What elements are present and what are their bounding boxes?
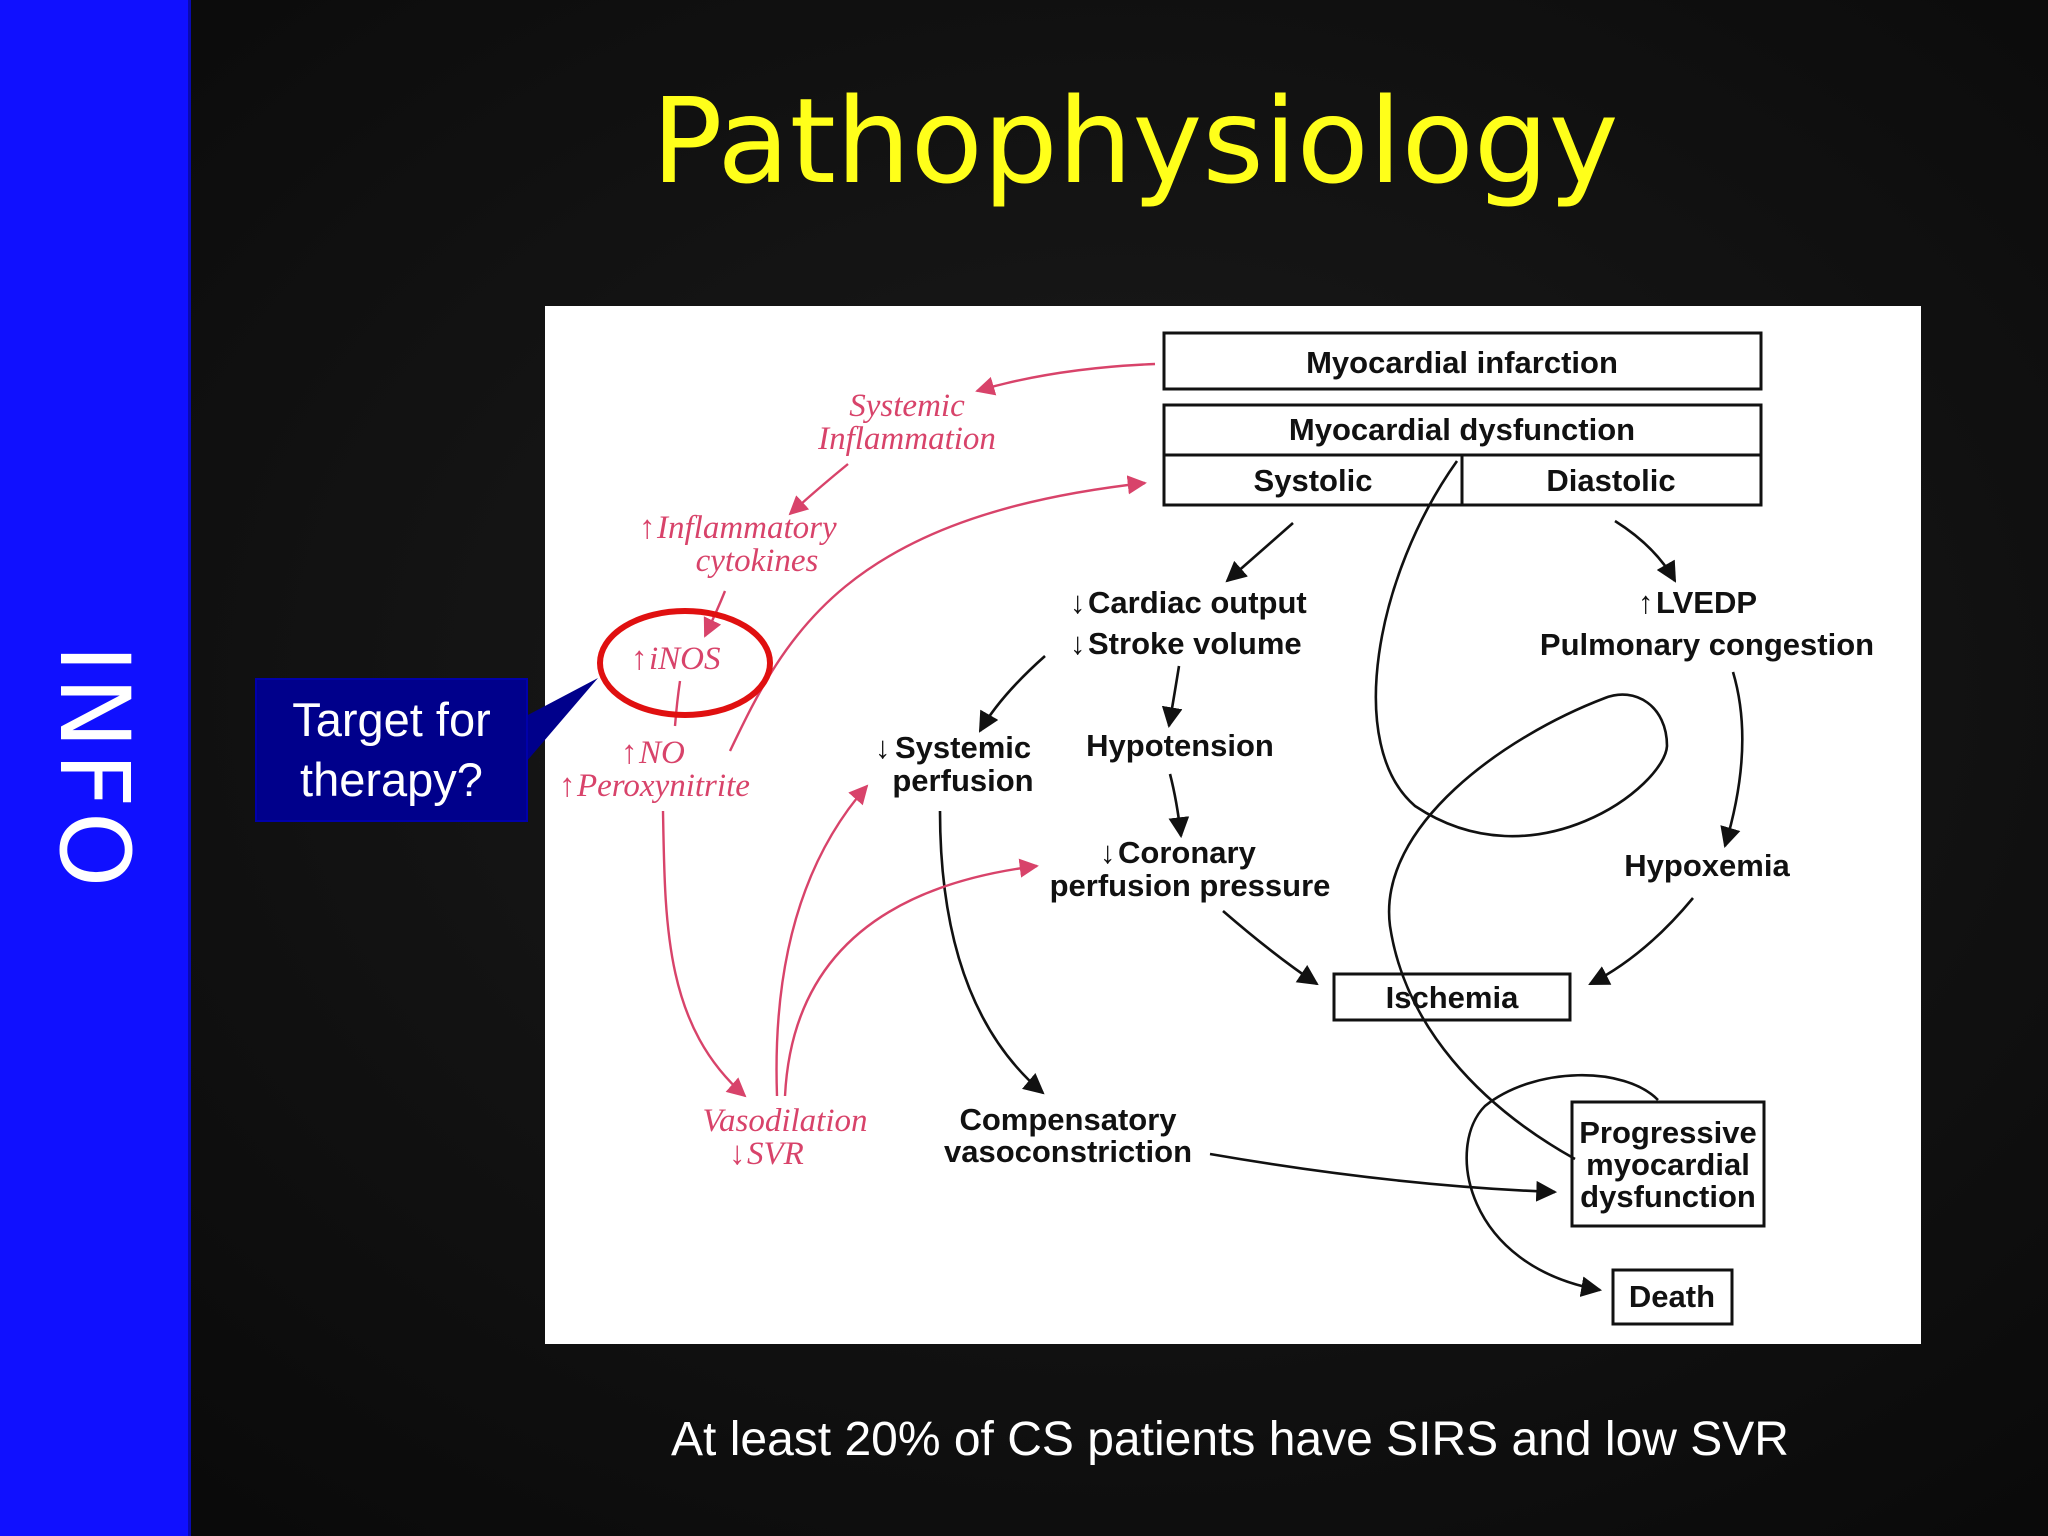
label-diastolic: Diastolic bbox=[1546, 463, 1675, 498]
callout-line-2: therapy? bbox=[300, 753, 483, 806]
box-progressive-dysfunction bbox=[1570, 1100, 1766, 1228]
arrow-up-icon: ↑ bbox=[631, 641, 648, 677]
loop-systolic-to-progressive bbox=[1374, 460, 1669, 1161]
arrow-systemic-perfusion-to-compensatory bbox=[938, 810, 1045, 1095]
line-inos-to-no bbox=[673, 680, 682, 727]
box-myocardial-dysfunction bbox=[1162, 403, 1763, 457]
box-death bbox=[1611, 1268, 1734, 1326]
arrow-down-icon: ↓ bbox=[1070, 585, 1086, 620]
label-progressive-1: Progressive bbox=[1579, 1115, 1757, 1150]
label-vasodilation: Vasodilation bbox=[702, 1103, 867, 1139]
box-myocardial-infarction bbox=[1162, 331, 1763, 391]
arrow-down-icon: ↓ bbox=[1100, 835, 1116, 870]
label-peroxynitrite: Peroxynitrite bbox=[576, 768, 750, 804]
label-coronary-1: Coronary bbox=[1118, 835, 1257, 870]
arrow-compensatory-to-progressive bbox=[1209, 1152, 1558, 1202]
label-systemic-perfusion-2: perfusion bbox=[892, 763, 1033, 798]
highlight-ring bbox=[597, 608, 773, 718]
label-myocardial-infarction: Myocardial infarction bbox=[1306, 345, 1618, 380]
box-diastolic bbox=[1460, 453, 1763, 507]
arrow-stroke-volume-to-hypotension bbox=[1161, 665, 1183, 729]
label-cardiac-output: Cardiac output bbox=[1088, 585, 1307, 620]
label-progressive-2: myocardial bbox=[1586, 1147, 1750, 1182]
label-coronary-2: perfusion pressure bbox=[1050, 868, 1331, 903]
label-pulmonary-congestion: Pulmonary congestion bbox=[1540, 627, 1874, 662]
label-myocardial-dysfunction: Myocardial dysfunction bbox=[1289, 412, 1635, 447]
arrow-stroke-volume-to-systemic-perfusion bbox=[978, 655, 1046, 733]
arrow-up-icon: ↑ bbox=[1638, 585, 1654, 620]
arrow-peroxynitrite-to-vasodilation bbox=[661, 810, 747, 1098]
arrow-coronary-to-ischemia bbox=[1222, 910, 1319, 986]
arrow-infarction-to-systemic-inflammation bbox=[975, 362, 1156, 396]
arrow-up-icon: ↑ bbox=[639, 510, 656, 546]
arrow-down-icon: ↓ bbox=[1070, 626, 1086, 661]
label-systolic: Systolic bbox=[1254, 463, 1373, 498]
arrow-vasodilation-to-coronary bbox=[783, 858, 1039, 1097]
label-inflammatory-cytokines-2: cytokines bbox=[696, 543, 819, 579]
label-progressive-3: dysfunction bbox=[1580, 1179, 1756, 1214]
label-death: Death bbox=[1629, 1279, 1715, 1314]
sidebar: INFO bbox=[0, 0, 191, 1536]
label-no: NO bbox=[638, 735, 685, 771]
arrow-pulmonary-to-hypoxemia bbox=[1720, 671, 1744, 848]
arrow-hypotension-to-coronary bbox=[1168, 773, 1190, 839]
callout-box: Target for therapy? bbox=[255, 678, 528, 822]
arrow-vasodilation-to-systemic-perfusion bbox=[775, 784, 869, 1097]
slide-title: Pathophysiology bbox=[651, 72, 1619, 210]
label-inos: iNOS bbox=[649, 641, 721, 677]
label-systemic-inflammation-1: Systemic bbox=[849, 388, 965, 424]
arrow-systolic-to-cardiac-output bbox=[1225, 522, 1294, 583]
label-compensatory-1: Compensatory bbox=[959, 1102, 1177, 1137]
box-ischemia bbox=[1332, 972, 1572, 1022]
arrow-inflammation-to-cytokines bbox=[788, 463, 849, 516]
arrow-up-icon: ↑ bbox=[559, 768, 576, 804]
arrow-diastolic-to-lvedp bbox=[1614, 519, 1677, 583]
label-svr: SVR bbox=[747, 1136, 804, 1172]
label-systemic-perfusion-1: Systemic bbox=[895, 730, 1031, 765]
label-lvedp: LVEDP bbox=[1656, 585, 1757, 620]
loop-ischemia-to-death bbox=[1465, 1073, 1659, 1297]
label-inflammatory-cytokines-1: Inflammatory bbox=[656, 510, 837, 546]
label-compensatory-2: vasoconstriction bbox=[944, 1134, 1192, 1169]
arrow-peroxynitrite-to-myocardial-dysfunction bbox=[728, 475, 1147, 752]
footer-note: At least 20% of CS patients have SIRS an… bbox=[671, 1413, 1789, 1466]
arrow-down-icon: ↓ bbox=[875, 730, 891, 765]
callout-line-1: Target for bbox=[292, 693, 491, 746]
arrow-hypoxemia-to-ischemia bbox=[1588, 897, 1695, 986]
pathophysiology-diagram: Myocardial infarction Myocardial dysfunc… bbox=[545, 306, 1921, 1344]
arrow-up-icon: ↑ bbox=[621, 735, 638, 771]
arrow-down-icon: ↓ bbox=[729, 1136, 746, 1172]
label-hypotension: Hypotension bbox=[1086, 728, 1274, 763]
label-hypoxemia: Hypoxemia bbox=[1624, 848, 1790, 883]
label-systemic-inflammation-2: Inflammation bbox=[817, 421, 996, 457]
label-stroke-volume: Stroke volume bbox=[1088, 626, 1302, 661]
box-systolic bbox=[1162, 453, 1464, 507]
